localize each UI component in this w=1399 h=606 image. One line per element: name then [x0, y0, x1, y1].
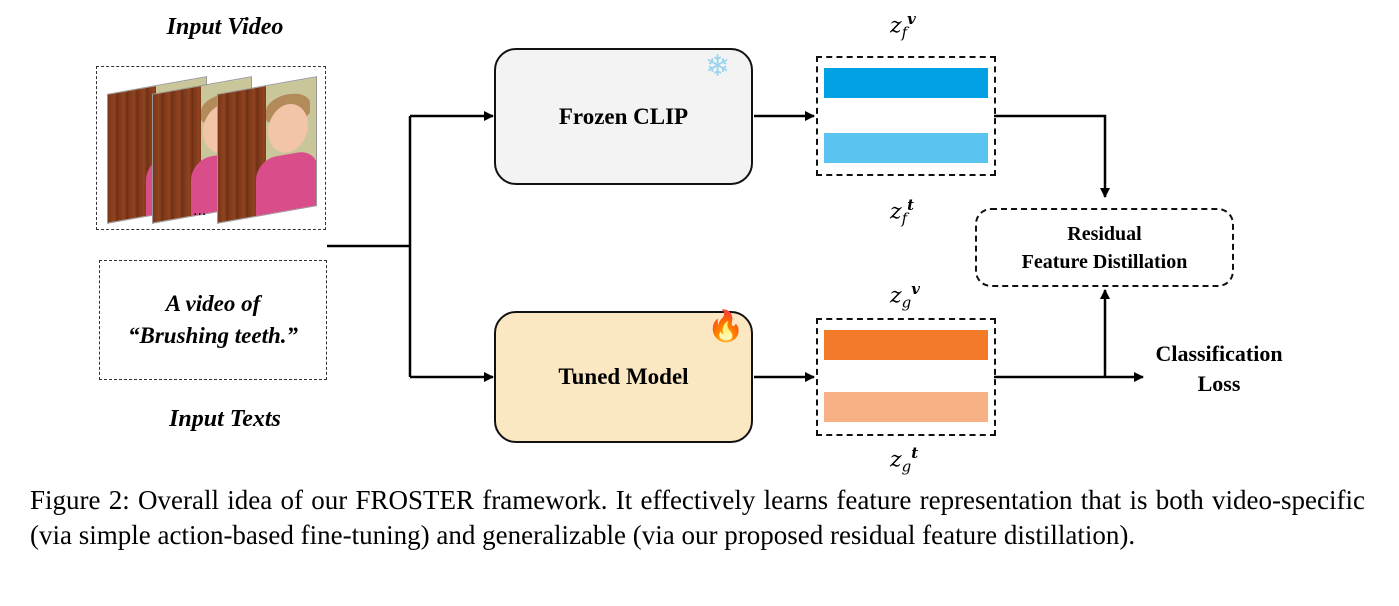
input-text-line2: “Brushing teeth.”: [128, 323, 298, 348]
tuned-features-box: [816, 318, 996, 436]
label-zf-v: zfv: [890, 10, 916, 42]
tuned-model-label: Tuned Model: [558, 364, 689, 389]
video-frames-container: ...: [96, 66, 326, 230]
residual-line2: Feature Distillation: [1021, 251, 1188, 273]
frozen-features-box: [816, 56, 996, 176]
connector-arrows: [327, 111, 1144, 382]
frozen-clip-box: Frozen CLIP: [494, 48, 753, 185]
input-text-line1: A video of: [165, 291, 261, 316]
label-zg-t: zgt: [890, 444, 919, 476]
label-zf-t: zft: [890, 196, 915, 228]
frozen-clip-label: Frozen CLIP: [558, 103, 689, 129]
tuned-model-box: Tuned Model: [494, 311, 753, 443]
frozen-video-feature-bar: [824, 68, 988, 98]
label-zg-v: zgv: [890, 280, 920, 312]
fire-icon: 🔥: [707, 309, 745, 344]
input-texts-title: Input Texts: [169, 406, 281, 432]
residual-line1: Residual: [1067, 223, 1142, 245]
frames-ellipsis: ...: [193, 203, 207, 219]
snowflake-icon: ❄: [705, 49, 731, 84]
classification-line1: Classification: [1155, 341, 1283, 366]
frozen-text-feature-bar: [824, 133, 988, 163]
arrow-frozen-features-to-distillation: [994, 114, 1110, 198]
input-video-title: Input Video: [166, 14, 284, 40]
classification-line2: Loss: [1197, 371, 1241, 396]
input-text-box: A video of “Brushing teeth.”: [99, 260, 327, 380]
tuned-video-feature-bar: [824, 330, 988, 360]
residual-distillation-box: Residual Feature Distillation: [975, 208, 1234, 287]
figure-caption: Figure 2: Overall idea of our FROSTER fr…: [30, 485, 1365, 550]
tuned-text-feature-bar: [824, 392, 988, 422]
